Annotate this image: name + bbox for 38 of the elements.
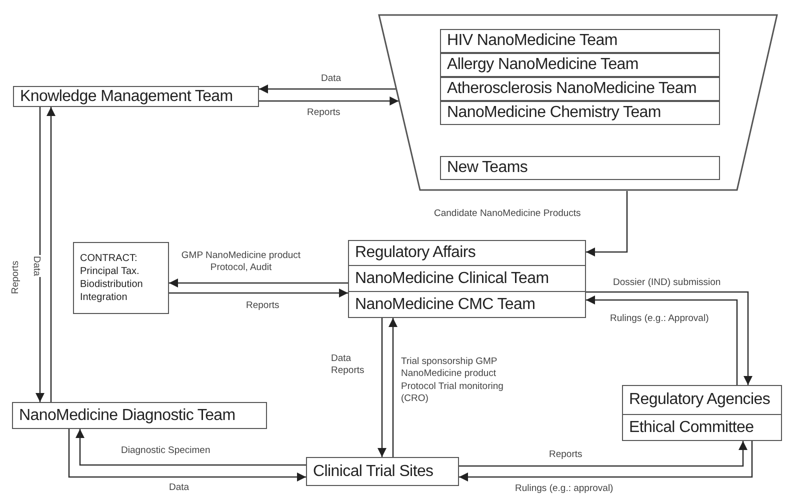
- contract-box: [73, 242, 169, 314]
- team-box: Knowledge Management Team: [13, 86, 259, 107]
- arrow: [259, 84, 396, 94]
- arrow: [388, 318, 398, 457]
- team-box: NanoMedicine Chemistry Team: [440, 101, 720, 125]
- edge-label: Dossier (IND) submission: [612, 277, 722, 290]
- arrow: [169, 278, 348, 288]
- arrow: [459, 441, 748, 467]
- box-text: Principal Tax. Biodistribution Integration: [80, 265, 144, 304]
- team-box: HIV NanoMedicine Team: [440, 29, 720, 53]
- edge-label: Rulings (e.g.: Approval): [609, 313, 710, 326]
- team-box: Regulatory Affairs: [348, 240, 586, 266]
- arrow: [169, 288, 348, 298]
- team-box: Regulatory Agencies: [622, 385, 782, 415]
- team-box: NanoMedicine Diagnostic Team: [12, 402, 267, 429]
- edge-label: Reports: [10, 260, 22, 295]
- edge-label: Rulings (e.g.: approval): [514, 483, 614, 494]
- arrow: [46, 107, 56, 402]
- edge-label: Reports: [245, 300, 280, 312]
- arrow: [36, 107, 44, 402]
- team-box: Clinical Trial Sites: [306, 457, 459, 486]
- team-box: NanoMedicine CMC Team: [348, 291, 586, 318]
- box-text: CONTRACT:: [80, 252, 138, 265]
- team-box: New Teams: [440, 156, 720, 180]
- edge-label: Reports: [548, 449, 584, 462]
- arrow: [76, 429, 306, 466]
- team-box: NanoMedicine Clinical Team: [348, 265, 586, 292]
- arrow: [259, 96, 399, 106]
- arrow: [459, 441, 753, 482]
- team-box: Ethical Committee: [622, 414, 782, 441]
- arrow: [68, 429, 306, 482]
- edge-label: Reports: [306, 107, 342, 120]
- team-box: Allergy NanoMedicine Team: [440, 53, 720, 77]
- arrow: [586, 191, 628, 256]
- edge-label: Diagnostic Specimen: [120, 445, 212, 458]
- funnel-shape: [378, 14, 778, 191]
- team-box: Atherosclerosis NanoMedicine Team: [440, 77, 720, 101]
- arrow: [378, 318, 386, 457]
